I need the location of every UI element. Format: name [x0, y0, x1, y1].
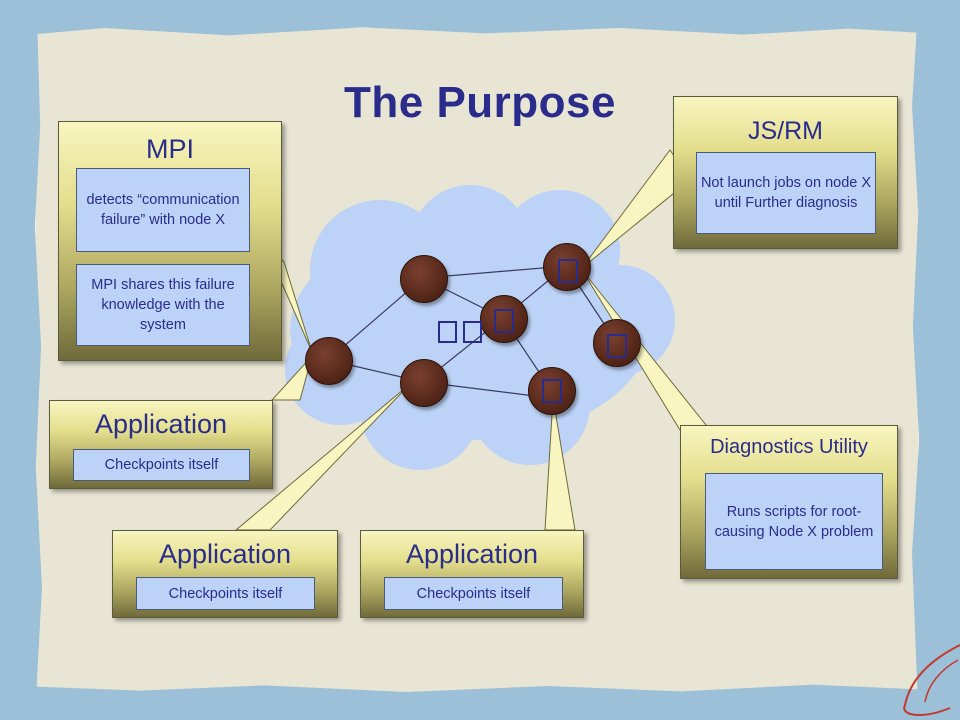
mpi-panel: MPI detects “communication failure” with… [58, 121, 282, 361]
page-title: The Purpose [344, 78, 616, 127]
jsrm-title: JS/RM [748, 117, 823, 145]
application-panel-3: Application Checkpoints itself [360, 530, 584, 618]
callout-pointers [234, 149, 712, 531]
node [400, 359, 448, 407]
node [400, 255, 448, 303]
node-x-marker [558, 259, 578, 283]
diagnostics-title: Diagnostics Utility [710, 436, 868, 458]
application-box-2: Checkpoints itself [136, 577, 315, 610]
decorative-swirl [903, 644, 960, 716]
node-x-marker [542, 379, 562, 403]
node [593, 319, 641, 367]
cloud-label-marker [438, 321, 457, 343]
application-title-1: Application [94, 409, 228, 439]
cloud-label-marker [463, 321, 482, 343]
jsrm-box: Not launch jobs on node X until Further … [696, 152, 876, 234]
application-panel-2: Application Checkpoints itself [112, 530, 338, 618]
mpi-title: MPI [145, 134, 194, 164]
application-panel-1: Application Checkpoints itself [49, 400, 273, 489]
application-title-2: Application [158, 539, 292, 569]
mpi-share-box: MPI shares this failure knowledge with t… [76, 264, 250, 346]
diagnostics-panel: Diagnostics Utility Runs scripts for roo… [680, 425, 898, 579]
application-box-1: Checkpoints itself [73, 449, 250, 481]
diagnostics-box: Runs scripts for root-causing Node X pro… [705, 473, 883, 570]
node-x-marker [607, 334, 627, 358]
node-x-marker [494, 309, 514, 333]
node [543, 243, 591, 291]
node [528, 367, 576, 415]
node [480, 295, 528, 343]
application-box-3: Checkpoints itself [384, 577, 563, 610]
application-title-3: Application [405, 539, 539, 569]
node [305, 337, 353, 385]
mpi-detect-box: detects “communication failure” with nod… [76, 168, 250, 252]
jsrm-panel: JS/RM Not launch jobs on node X until Fu… [673, 96, 898, 249]
